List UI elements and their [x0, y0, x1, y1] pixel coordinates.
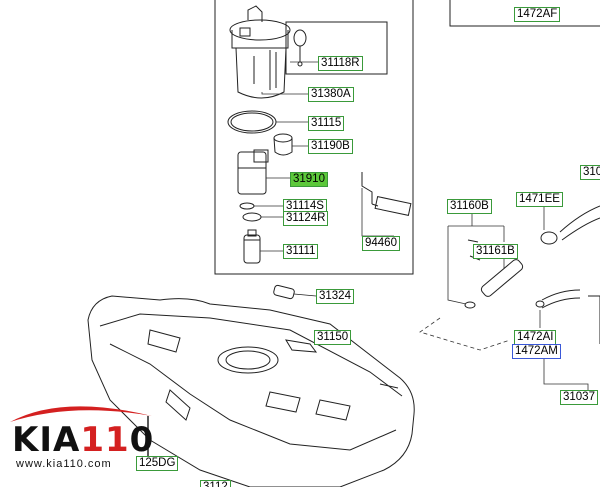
part-label-31161B[interactable]: 31161B: [473, 244, 518, 259]
part-label-31380A[interactable]: 31380A: [308, 87, 354, 102]
level-sender-drawing: [361, 172, 412, 216]
pump-motor-drawing: [243, 229, 261, 264]
top-right-frame: [449, 0, 600, 27]
fuel-tank-drawing: [87, 295, 415, 487]
fuel-filter-drawing: [237, 149, 269, 195]
part-label-31910-highlighted[interactable]: 31910: [290, 172, 328, 187]
kia110-logo: KIA110 www.kia110.com: [2, 398, 162, 470]
part-label-1125DG[interactable]: 125DG: [136, 456, 179, 471]
part-label-1472AM[interactable]: 1472AM: [512, 344, 561, 359]
part-label-31118R[interactable]: 31118R: [318, 56, 363, 71]
o-ring-inner: [230, 112, 274, 132]
small-o-ring-2: [242, 212, 262, 222]
part-label-1472AF[interactable]: 1472AF: [514, 7, 561, 22]
part-label-31114S[interactable]: 31114S: [283, 199, 327, 214]
part-label-31111[interactable]: 31111: [283, 244, 319, 259]
logo-word-0: 0: [129, 420, 155, 460]
part-label-3106[interactable]: 310: [580, 165, 600, 180]
part-label-31124R[interactable]: 31124R: [283, 211, 329, 226]
filler-hose-drawing: [464, 205, 600, 344]
leader-lines-right: [419, 170, 589, 390]
sender-unit-drawing: [293, 29, 307, 67]
logo-swoosh-icon: [10, 406, 152, 422]
part-label-31120[interactable]: 3112: [200, 480, 231, 487]
small-o-ring-1: [239, 202, 255, 210]
part-label-31190B[interactable]: 31190B: [308, 139, 353, 154]
fuel-pump-module-drawing: [229, 5, 291, 99]
part-label-31150[interactable]: 31150: [314, 330, 352, 345]
part-label-31115[interactable]: 31115: [308, 116, 345, 131]
part-label-1471EE[interactable]: 1471EE: [516, 192, 563, 207]
o-ring-drawing: [227, 110, 277, 134]
logo-wordmark: KIA110: [12, 420, 154, 460]
filter-cap-drawing: [273, 133, 293, 156]
part-label-31324[interactable]: 31324: [316, 289, 354, 304]
logo-website: www.kia110.com: [16, 458, 112, 470]
valve-drawing: [273, 284, 317, 300]
part-label-1472AI[interactable]: 1472AI: [514, 330, 557, 345]
part-label-94460[interactable]: 94460: [362, 236, 400, 251]
logo-word-kia: KIA: [12, 420, 81, 460]
logo-word-11: 11: [80, 420, 130, 460]
part-label-3103[interactable]: 31037: [560, 390, 598, 405]
pump-assembly-frame: [214, 0, 414, 275]
part-label-31160B[interactable]: 31160B: [447, 199, 492, 214]
